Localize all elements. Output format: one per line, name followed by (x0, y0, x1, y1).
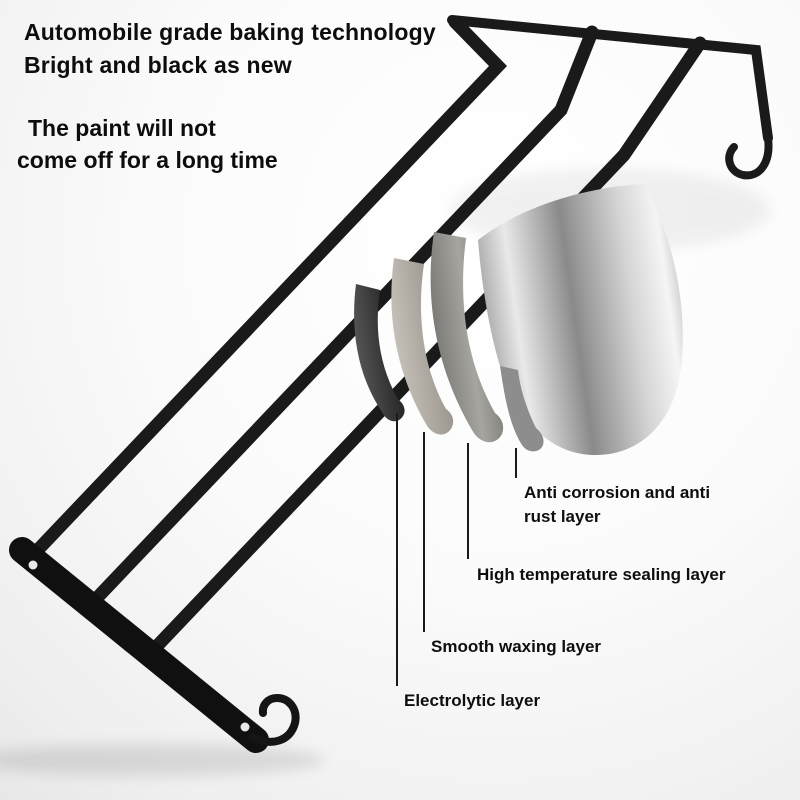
callout-label-electrolytic: Electrolytic layer (404, 691, 541, 710)
mount-plate (9, 537, 269, 753)
headline: Automobile grade baking technology Brigh… (24, 16, 436, 82)
rack-rail-middle (88, 25, 599, 607)
bottom-hook (248, 693, 300, 746)
callout-label-anti-corrosion: Anti corrosion and anti rust layer (524, 483, 711, 526)
subheadline-line-2: come off for a long time (17, 147, 278, 173)
floor-shadow (0, 744, 325, 776)
layer-waxing (391, 258, 454, 435)
screw-hole-bottom (240, 722, 250, 732)
layer-electrolytic (354, 284, 405, 422)
layer-anti-corrosion-curl (500, 366, 544, 452)
rack-rail-top (25, 15, 508, 563)
headline-line-1: Automobile grade baking technology (24, 19, 436, 45)
subheadline-line-1: The paint will not (28, 115, 216, 141)
headline-line-2: Bright and black as new (24, 52, 292, 78)
rack-rail-bottom (151, 36, 707, 652)
subheadline: The paint will not come off for a long t… (17, 112, 278, 176)
mount-bar (447, 15, 773, 143)
callout-label-smooth-waxing: Smooth waxing layer (431, 637, 602, 656)
callout-label-high-temperature: High temperature sealing layer (477, 565, 726, 584)
screw-hole-top (28, 560, 38, 570)
right-hook (725, 134, 773, 180)
layer-sealing (430, 232, 504, 443)
layer-anti-corrosion (478, 184, 683, 456)
